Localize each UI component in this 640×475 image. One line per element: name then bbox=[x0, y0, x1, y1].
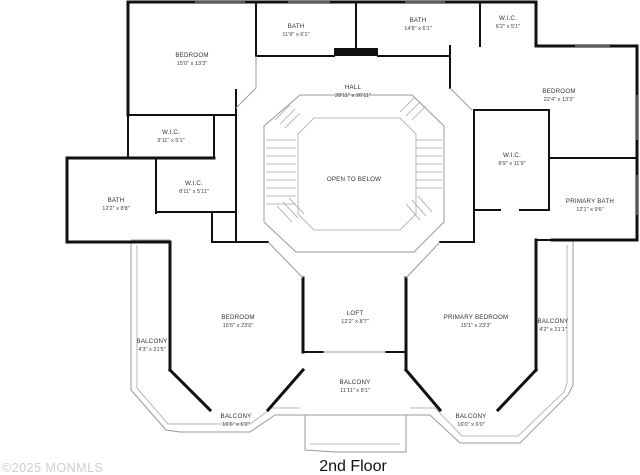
room-name: W.I.C. bbox=[162, 129, 180, 136]
label-bedroom-nw: BEDROOM 15'0" x 13'3" bbox=[175, 52, 208, 67]
room-name: W.I.C. bbox=[499, 15, 517, 22]
room-labels: BATH 11'9" x 6'1" BATH 14'8" x 6'1" W.I.… bbox=[102, 15, 614, 428]
room-name: BALCONY bbox=[538, 318, 569, 325]
room-name: PRIMARY BEDROOM bbox=[444, 314, 509, 321]
room-name: W.I.C. bbox=[503, 152, 521, 159]
windows bbox=[195, 1, 638, 215]
label-primary-bedroom: PRIMARY BEDROOM 15'1" x 23'3" bbox=[444, 314, 509, 329]
room-name: BATH bbox=[108, 197, 125, 204]
room-name: W.I.C. bbox=[185, 180, 203, 187]
hall-outline bbox=[235, 56, 473, 416]
room-name: BATH bbox=[288, 23, 305, 30]
room-name: BALCONY bbox=[137, 338, 168, 345]
room-dims: 8'11" x 5'11" bbox=[179, 189, 209, 195]
room-name: BATH bbox=[410, 17, 427, 24]
room-dims: 15'0" x 13'3" bbox=[177, 61, 208, 67]
room-name: BALCONY bbox=[340, 379, 371, 386]
room-dims: 4'2" x 21'1" bbox=[539, 327, 567, 333]
label-hall: HALL 28'11" x 26'11" bbox=[335, 84, 371, 99]
label-bedroom-ne: BEDROOM 22'4" x 13'3" bbox=[542, 88, 575, 103]
room-dims: 12'2" x 8'8" bbox=[102, 206, 130, 212]
stairs-right bbox=[399, 97, 442, 221]
label-balcony-sw: BALCONY 16'6" x 6'2" bbox=[221, 413, 252, 428]
room-dims: 15'6" x 23'6" bbox=[223, 323, 254, 329]
label-bath-top2: BATH 14'8" x 6'1" bbox=[404, 17, 432, 32]
open-to-below-stair-well bbox=[263, 94, 445, 253]
room-name: BEDROOM bbox=[221, 314, 254, 321]
room-name: BALCONY bbox=[221, 413, 252, 420]
room-dims: 12'1" x 9'6" bbox=[576, 207, 604, 213]
label-balcony-mid: BALCONY 11'11" x 8'1" bbox=[340, 379, 371, 394]
room-dims: 16'0" x 6'0" bbox=[457, 422, 485, 428]
label-wic-left2: W.I.C. 8'11" x 5'11" bbox=[179, 180, 209, 195]
label-wic-top: W.I.C. 6'2" x 5'1" bbox=[496, 15, 520, 30]
room-name: HALL bbox=[345, 84, 362, 91]
room-dims: 9'11" x 5'1" bbox=[157, 138, 184, 144]
room-dims: 6'2" x 5'1" bbox=[496, 24, 520, 30]
room-dims: 4'3" x 21'5" bbox=[138, 347, 166, 353]
balcony-railings bbox=[130, 239, 574, 453]
label-bedroom-sw: BEDROOM 15'6" x 23'6" bbox=[221, 314, 254, 329]
room-name: BEDROOM bbox=[542, 88, 575, 95]
room-dims: 22'4" x 13'3" bbox=[544, 97, 575, 103]
room-dims: 28'11" x 26'11" bbox=[335, 93, 371, 99]
room-name: BALCONY bbox=[456, 413, 487, 420]
label-bath-left: BATH 12'2" x 8'8" bbox=[102, 197, 130, 212]
label-open-to-below: OPEN TO BELOW bbox=[327, 176, 381, 183]
label-wic-right: W.I.C. 8'9" x 11'9" bbox=[498, 152, 525, 167]
stairs-left bbox=[266, 104, 305, 223]
room-name: PRIMARY BATH bbox=[566, 198, 614, 205]
label-wic-left1: W.I.C. 9'11" x 5'1" bbox=[157, 129, 184, 144]
label-balcony-w: BALCONY 4'3" x 21'5" bbox=[137, 338, 168, 353]
label-balcony-e: BALCONY 4'2" x 21'1" bbox=[538, 318, 569, 333]
room-dims: 8'9" x 11'9" bbox=[498, 161, 525, 167]
label-balcony-se: BALCONY 16'0" x 6'0" bbox=[456, 413, 487, 428]
room-dims: 15'1" x 23'3" bbox=[461, 323, 492, 329]
room-dims: 11'11" x 8'1" bbox=[340, 388, 370, 394]
label-primary-bath: PRIMARY BATH 12'1" x 9'6" bbox=[566, 198, 614, 213]
room-dims: 16'6" x 6'2" bbox=[222, 422, 250, 428]
room-dims: 14'8" x 6'1" bbox=[404, 26, 432, 32]
room-name: OPEN TO BELOW bbox=[327, 176, 381, 183]
room-dims: 11'9" x 6'1" bbox=[282, 32, 309, 38]
label-bath-top1: BATH 11'9" x 6'1" bbox=[282, 23, 309, 38]
watermark: ©2025 MONMLS bbox=[2, 461, 103, 475]
room-name: BEDROOM bbox=[175, 52, 208, 59]
walls bbox=[65, 0, 639, 413]
room-dims: 12'2" x 8'7" bbox=[341, 319, 369, 325]
label-loft: LOFT 12'2" x 8'7" bbox=[341, 310, 369, 325]
floor-title: 2nd Floor bbox=[319, 458, 387, 475]
room-name: LOFT bbox=[347, 310, 364, 317]
